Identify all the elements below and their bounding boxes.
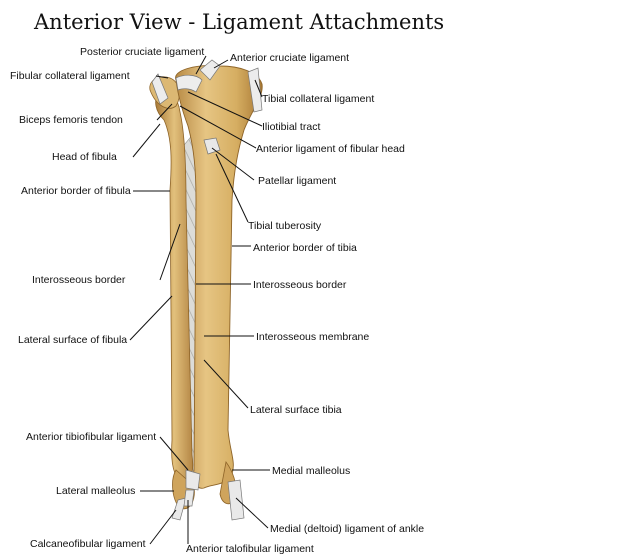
label-biceps-femoris-tendon: Biceps femoris tendon xyxy=(19,114,123,126)
label-medial-deltoid-ligament: Medial (deltoid) ligament of ankle xyxy=(270,523,425,535)
label-anterior-talofibular-ligament: Anterior talofibular ligament xyxy=(186,543,314,555)
label-calcaneofibular-ligament: Calcaneofibular ligament xyxy=(30,538,146,550)
label-lateral-surface-of-fibula: Lateral surface of fibula xyxy=(18,334,128,346)
label-fibular-collateral-ligament: Fibular collateral ligament xyxy=(10,70,130,82)
anterior-tibiofibular-shape xyxy=(185,469,201,491)
label-medial-malleolus: Medial malleolus xyxy=(272,465,351,477)
label-tibial-tuberosity: Tibial tuberosity xyxy=(248,220,322,232)
label-posterior-cruciate-ligament: Posterior cruciate ligament xyxy=(80,46,205,58)
label-iliotibial-tract: Iliotibial tract xyxy=(262,121,321,133)
label-patellar-ligament: Patellar ligament xyxy=(258,175,337,187)
label-interosseous-border-tibia: Interosseous border xyxy=(253,279,347,291)
anterior-talofibular-shape xyxy=(183,489,195,507)
leader-lines xyxy=(129,55,270,545)
label-anterior-cruciate-ligament: Anterior cruciate ligament xyxy=(230,52,350,64)
label-interosseous-membrane: Interosseous membrane xyxy=(256,331,370,343)
anterior-cruciate-shape xyxy=(199,59,221,81)
label-anterior-border-of-tibia: Anterior border of tibia xyxy=(253,242,357,254)
label-head-of-fibula: Head of fibula xyxy=(52,151,117,163)
label-interosseous-border-fibula: Interosseous border xyxy=(32,274,126,286)
label-lateral-malleolus: Lateral malleolus xyxy=(56,485,136,497)
diagram-title: Anterior View - Ligament Attachments xyxy=(34,10,445,34)
label-lateral-surface-tibia: Lateral surface tibia xyxy=(250,404,342,416)
patellar-ligament-shape xyxy=(203,137,221,155)
tibial-collateral-shape xyxy=(247,67,263,113)
label-tibial-collateral-ligament: Tibial collateral ligament xyxy=(262,93,375,105)
label-anterior-tibiofibular-ligament: Anterior tibiofibular ligament xyxy=(26,431,157,443)
label-anterior-border-of-fibula: Anterior border of fibula xyxy=(21,185,131,197)
posterior-cruciate-shape xyxy=(175,74,203,93)
label-anterior-ligament-fibular-head: Anterior ligament of fibular head xyxy=(256,143,405,155)
deltoid-ligament-shape xyxy=(227,479,245,521)
fibular-collateral-shape xyxy=(151,73,169,105)
